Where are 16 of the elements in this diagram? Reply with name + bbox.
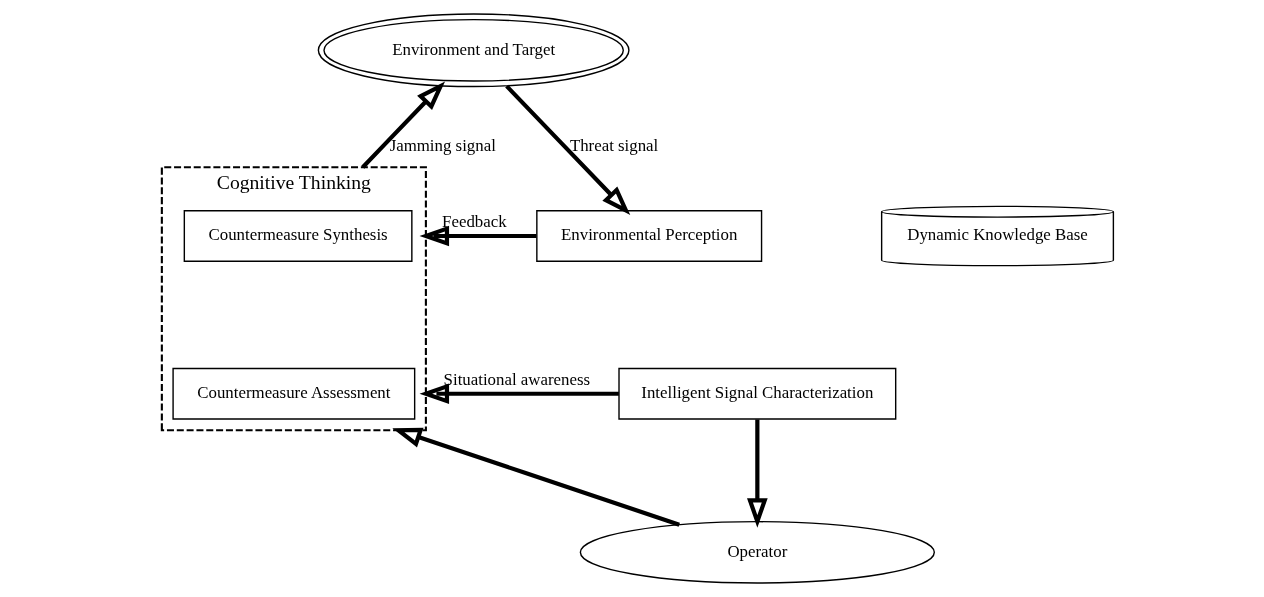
node-box: Intelligent Signal Characterization bbox=[618, 367, 897, 420]
node-ellipse: Operator bbox=[579, 520, 935, 584]
node-ellipse: Environment and Target bbox=[317, 13, 630, 88]
edge-label: Threat signal bbox=[569, 135, 659, 155]
arrow bbox=[419, 383, 619, 405]
node-box: Countermeasure Synthesis bbox=[183, 210, 413, 262]
node-box: Environmental Perception bbox=[536, 210, 763, 262]
arrow bbox=[505, 84, 631, 215]
node-box: Countermeasure Assessment bbox=[172, 367, 416, 420]
edge-label: Situational awareness bbox=[443, 369, 591, 389]
arrow bbox=[747, 419, 768, 528]
edge-label: Feedback bbox=[442, 212, 507, 232]
arrow bbox=[419, 225, 537, 247]
arrow bbox=[361, 81, 446, 169]
edge-label: Jamming signal bbox=[389, 135, 496, 155]
arrow bbox=[392, 427, 680, 527]
